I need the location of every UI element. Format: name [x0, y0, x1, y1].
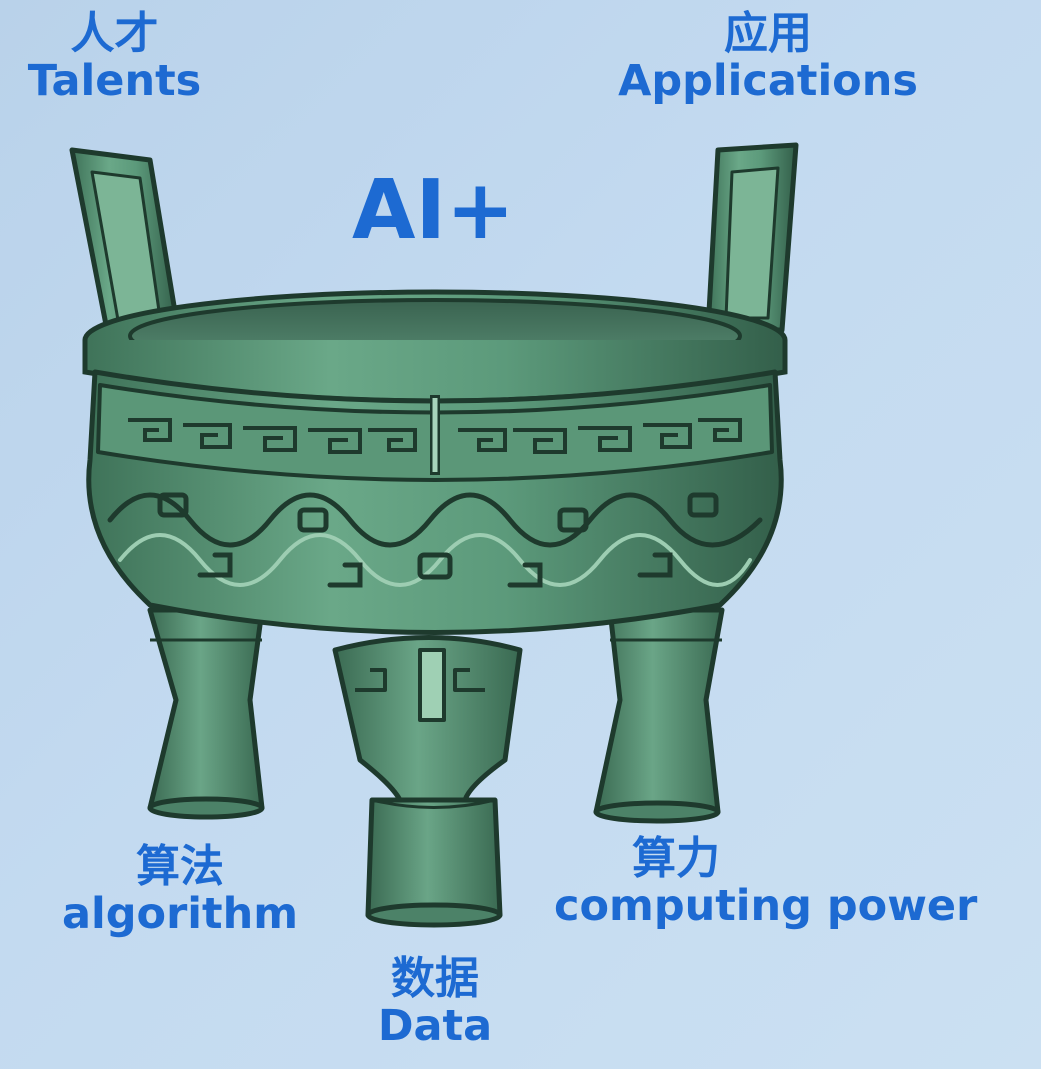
right-handle — [705, 142, 799, 333]
left-handle — [69, 147, 181, 338]
left-leg — [147, 607, 265, 820]
upper-band-pattern — [128, 418, 742, 454]
ai-plus-title: AI+ — [352, 163, 515, 258]
computing-power-label-en: computing power — [554, 880, 978, 931]
right-leg — [593, 607, 725, 824]
computing-power-label-zh: 算力 — [632, 833, 720, 884]
applications-label: 应用 Applications — [598, 10, 938, 104]
data-label-en: Data — [377, 1000, 493, 1051]
applications-label-en: Applications — [618, 55, 918, 106]
lower-band-pattern — [107, 492, 763, 588]
computing-power-label: 算力 computing power — [550, 835, 1035, 929]
talents-label-en: Talents — [27, 55, 202, 106]
talents-label-zh: 人才 — [70, 8, 159, 59]
ding-body — [86, 369, 784, 635]
ding-rim — [82, 289, 788, 404]
front-leg — [332, 635, 523, 928]
data-label: 数据 Data — [360, 955, 510, 1049]
applications-label-zh: 应用 — [724, 8, 812, 59]
algorithm-label: 算法 algorithm — [45, 843, 315, 937]
algorithm-label-en: algorithm — [62, 888, 298, 939]
talents-label: 人才 Talents — [22, 10, 207, 104]
data-label-zh: 数据 — [391, 953, 479, 1004]
algorithm-label-zh: 算法 — [136, 841, 224, 892]
